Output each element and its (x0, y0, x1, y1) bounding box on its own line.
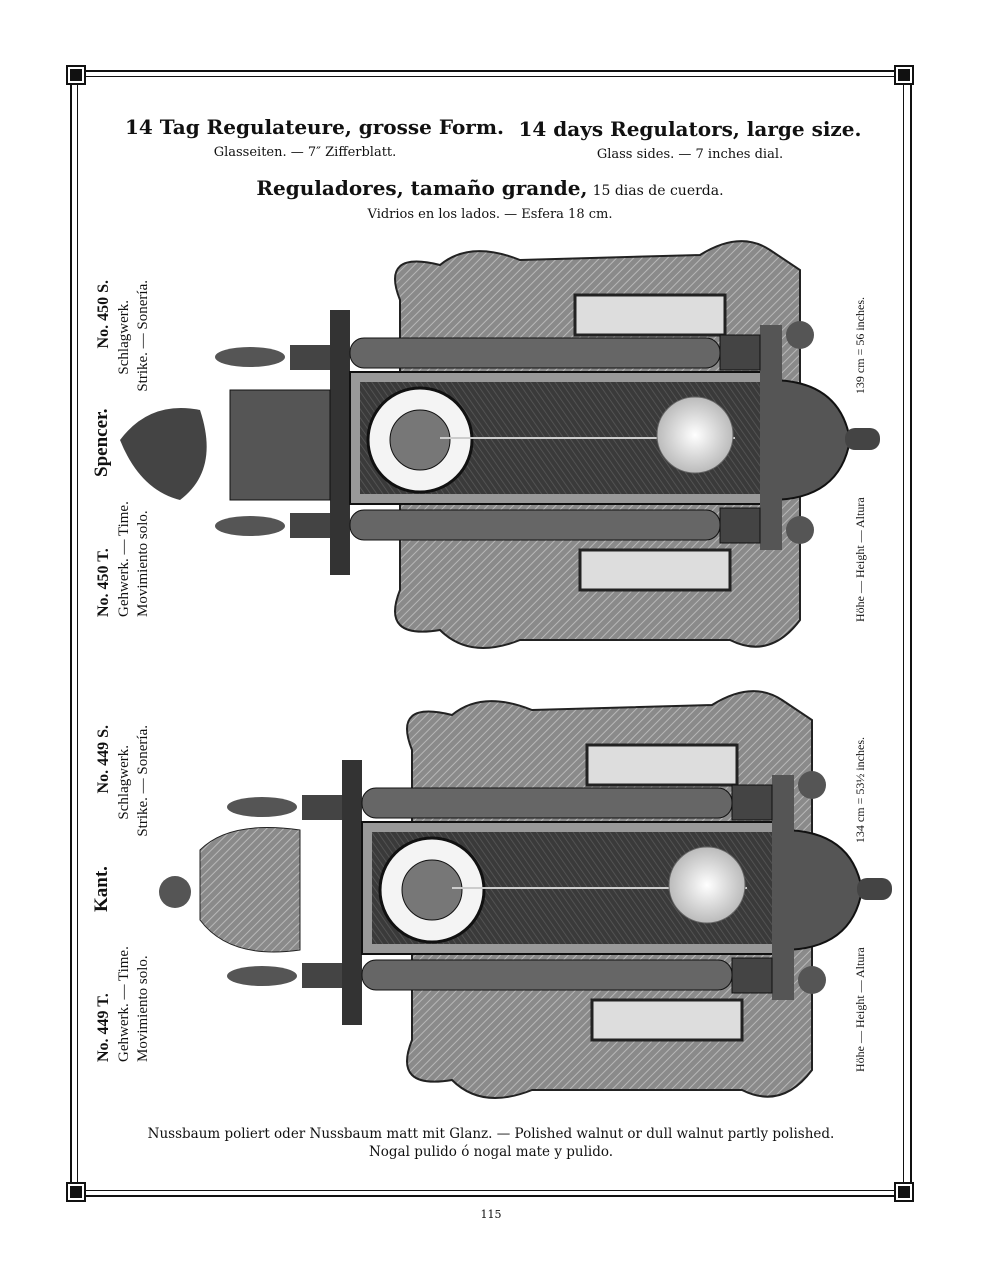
time-label: Gehwerk. — Time. (116, 501, 132, 617)
time-label-es: Movimiento solo. (135, 510, 151, 617)
english-title: 14 days Regulators, large size. (518, 117, 862, 141)
german-subtitle: Glasseiten. — 7″ Zifferblatt. (213, 145, 397, 160)
spanish-subtitle: Vidrios en los lados. — Esfera 18 cm. (367, 207, 613, 222)
german-title: 14 Tag Regulateure, grosse Form. (125, 115, 504, 139)
clock-kant (225, 689, 894, 1100)
english-subtitle: Glass sides. — 7 inches dial. (596, 147, 784, 162)
model-number-strike: No. 450 S. (95, 280, 112, 349)
strike-label: Schlagwerk. (116, 745, 132, 820)
height-value: 134 cm = 53½ inches. (853, 737, 867, 844)
strike-label: Schlagwerk. (116, 300, 132, 375)
kant-finial (159, 876, 191, 908)
spanish-title-small: 15 dias de cuerda. (592, 183, 724, 199)
corner-ornament (894, 65, 914, 85)
clock-2-height: Höhe — Height — Altura 134 cm = 53½ inch… (853, 737, 873, 1072)
model-number-time: No. 450 T. (95, 548, 112, 617)
corner-ornament (894, 1182, 914, 1202)
footer-line-2: Nogal pulido ó nogal mate y pulido. (368, 1144, 614, 1160)
strike-label-es: Strike. — Sonería. (135, 280, 151, 392)
height-label: Höhe — Height — Altura (853, 947, 867, 1072)
corner-ornament (66, 65, 86, 85)
clock-name: Spencer. (91, 408, 112, 477)
corner-ornament (66, 1182, 86, 1202)
height-label: Höhe — Height — Altura (853, 497, 867, 622)
height-value: 139 cm = 56 inches. (853, 297, 867, 395)
time-label-es: Movimiento solo. (135, 955, 151, 1062)
model-number-strike: No. 449 S. (95, 725, 112, 794)
clock-2-labels: No. 449 T. Kant. No. 449 S. Gehwerk. — T… (91, 725, 157, 1062)
clock-name: Kant. (91, 866, 112, 912)
spanish-title: Reguladores, tamaño grande, (256, 176, 588, 200)
footer-line-1: Nussbaum poliert oder Nussbaum matt mit … (147, 1126, 835, 1142)
horse-ornament (120, 408, 207, 500)
strike-label-es: Strike. — Sonería. (135, 725, 151, 837)
model-number-time: No. 449 T. (95, 993, 112, 1062)
clock-1-labels: No. 450 T. Spencer. No. 450 S. Gehwerk. … (91, 280, 157, 617)
kant-crest (199, 827, 301, 953)
clock-1-height: Höhe — Height — Altura 139 cm = 56 inche… (853, 297, 873, 622)
page-number: 115 (480, 1208, 502, 1221)
time-label: Gehwerk. — Time. (116, 946, 132, 1062)
spanish-title-line: Reguladores, tamaño grande, 15 dias de c… (200, 176, 780, 200)
spencer-crest (229, 389, 331, 501)
